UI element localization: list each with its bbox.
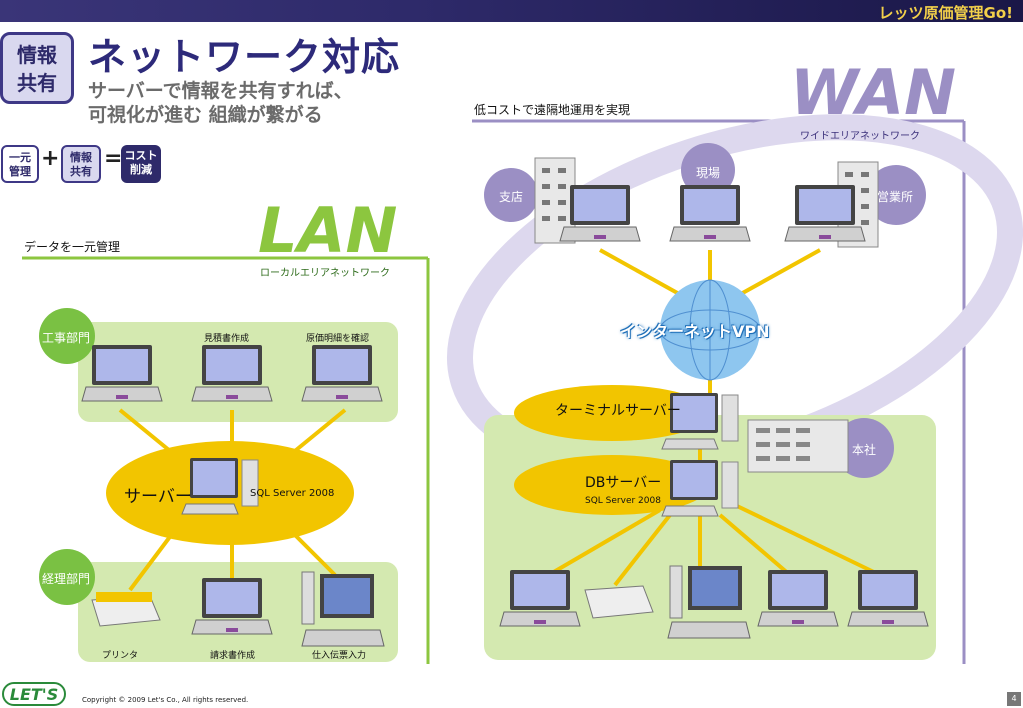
- formula-box3-line1: コスト: [124, 149, 158, 162]
- wan-logo: WAN: [790, 56, 957, 129]
- lan-pc-label: 仕入伝票入力: [312, 651, 367, 661]
- lan-group-top-circle: [39, 308, 95, 364]
- laptop-icon: [81, 344, 163, 402]
- hq-circle: [834, 418, 894, 478]
- hq-building-icon: [747, 419, 849, 473]
- wan-caption: 低コストで遠隔地運用を実現: [474, 103, 631, 117]
- subtitle-line1: サーバーで情報を共有すれば、: [88, 80, 353, 102]
- info-share-badge: 情報 共有: [0, 32, 74, 104]
- hq-label: 本社: [852, 443, 877, 457]
- laptop-icon: [191, 344, 273, 402]
- badge-line1: 情報: [17, 43, 57, 67]
- formula-centralize-box: 一元 管理: [1, 145, 39, 183]
- lan-pc-label: プリンタ: [102, 651, 139, 661]
- wan-subtitle: ワイドエリアネットワーク: [800, 131, 920, 142]
- laptop-icon: [757, 569, 839, 627]
- desktop-computer-icon: [667, 565, 751, 639]
- header-bar: [0, 0, 1023, 22]
- page-number: 4: [1007, 692, 1021, 706]
- laptop-icon: [301, 344, 383, 402]
- lan-pc-label: 見積書作成: [204, 334, 250, 344]
- formula-share-box: 情報 共有: [61, 145, 101, 183]
- formula-box1-line2: 管理: [9, 165, 31, 178]
- wan-site-label: 支店: [499, 190, 524, 204]
- page-title: ネットワーク対応: [88, 35, 401, 79]
- server-desktop-icon: [181, 457, 259, 515]
- laptop-icon: [784, 184, 866, 242]
- laptop-icon: [847, 569, 929, 627]
- wan-site-label: 現場: [696, 166, 721, 180]
- db-server-icon: [661, 459, 739, 517]
- lan-caption: データを一元管理: [24, 240, 121, 254]
- subtitle-line2: 可視化が進む 組織が繋がる: [88, 104, 323, 126]
- branch-circle: [484, 168, 538, 222]
- brand-title: レッツ原価管理Go!: [878, 4, 1013, 22]
- lan-pc-label: 請求書作成: [210, 651, 256, 661]
- db-server-sql: SQL Server 2008: [585, 496, 661, 506]
- laptop-icon: [669, 184, 751, 242]
- vpn-label: インターネットVPN: [620, 322, 770, 341]
- formula-box2-line1: 情報: [70, 151, 92, 164]
- lan-logo: LAN: [258, 194, 398, 267]
- terminal-server-ellipse: [514, 385, 710, 441]
- copyright-text: Copyright © 2009 Let's Co., All rights r…: [82, 696, 249, 704]
- lan-group-top-label: 工事部門: [42, 331, 91, 345]
- lan-group-bottom-circle: [39, 549, 95, 605]
- formula-box1-line1: 一元: [9, 151, 31, 164]
- wan-site-label: 営業所: [877, 190, 914, 204]
- formula-plus: +: [41, 146, 60, 171]
- formula-box2-line2: 共有: [70, 165, 92, 178]
- laptop-icon: [559, 184, 641, 242]
- printer-icon: [91, 592, 161, 627]
- db-server-ellipse: [514, 455, 710, 515]
- lan-subtitle: ローカルエリアネットワーク: [260, 268, 390, 279]
- formula-box3-line2: 削減: [130, 163, 152, 176]
- db-server-label: DBサーバー: [585, 475, 662, 491]
- laptop-icon: [499, 569, 581, 627]
- sales-office-circle: [866, 165, 926, 225]
- terminal-server-label: ターミナルサーバー: [555, 403, 681, 419]
- badge-line2: 共有: [17, 71, 57, 95]
- lan-server-sql: SQL Server 2008: [250, 488, 335, 499]
- site-circle: [681, 143, 735, 197]
- formula-cost-box: コスト 削減: [121, 145, 161, 183]
- company-logo: LET'S: [2, 682, 66, 706]
- laptop-icon: [191, 577, 273, 635]
- desktop-computer-icon: [301, 571, 385, 647]
- printer-icon: [584, 585, 654, 619]
- lan-pc-label: 原価明細を確認: [306, 334, 370, 344]
- lan-group-bottom-label: 経理部門: [42, 572, 91, 586]
- lan-server-label: サーバー: [124, 487, 192, 507]
- formula-equals: =: [104, 146, 123, 171]
